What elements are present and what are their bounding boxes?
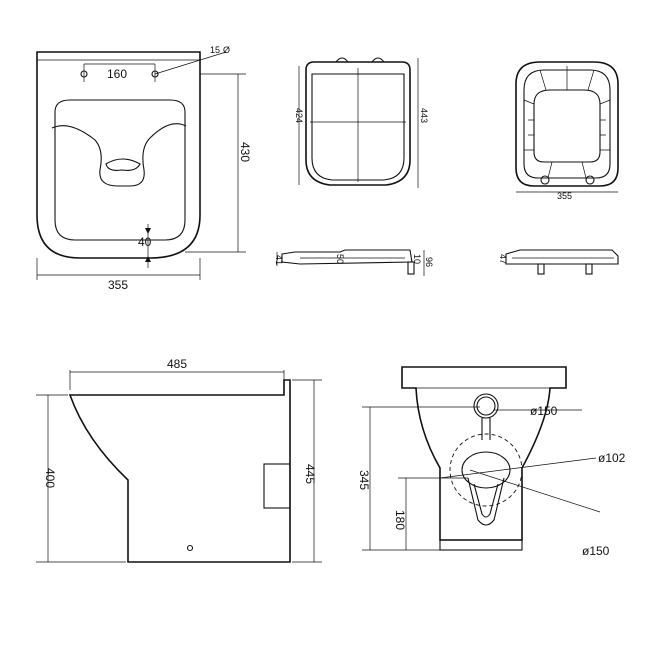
seat-lid-outline <box>305 61 411 186</box>
hole-spacing-label: 160 <box>107 67 127 81</box>
diameter-symbol: Ø <box>223 45 230 55</box>
underside-ribs-2 <box>528 119 606 136</box>
underside-height-label: 47 <box>498 254 508 264</box>
pan-connector-leader <box>469 469 601 513</box>
pan-outline <box>36 51 201 259</box>
underside-profile-body <box>505 249 619 265</box>
bowl-outline <box>54 99 186 241</box>
outlet-diameter-label: ø102 <box>598 451 626 465</box>
seat-side-hinge-post <box>407 261 415 275</box>
seat-side-outline <box>281 249 413 265</box>
top-view: 160 15 Ø 430 40 355 <box>36 45 252 292</box>
seat-side-total-height: 96 <box>424 257 434 267</box>
underside-hinge-left <box>540 175 550 185</box>
front-offset-arrow-bottom <box>145 256 151 262</box>
rear-trap-outline <box>467 477 505 526</box>
depth-label: 430 <box>238 142 252 162</box>
underside-outer <box>515 61 619 187</box>
seat-underside-profile: 47 <box>498 249 619 275</box>
seat-side-height-mid: 50 <box>335 254 345 264</box>
underside-profile-post-left <box>537 263 545 275</box>
outlet-hole-shape <box>105 158 141 171</box>
seat-total-depth-label: 443 <box>419 108 429 123</box>
rear-outlet-dashed-circle <box>449 433 523 507</box>
outlet-height-label: 180 <box>393 510 407 530</box>
bowl-inner-curve <box>51 123 187 187</box>
seat-underside-view: 355 <box>515 61 619 201</box>
rear-outlet-ring <box>461 451 511 489</box>
rear-body-outline <box>401 366 567 541</box>
side-fixing-hole <box>186 544 194 552</box>
pan-connector-diameter-label: ø150 <box>582 544 610 558</box>
seat-side-height-left: 41 <box>274 255 284 265</box>
underside-inner <box>523 69 611 179</box>
underside-ribs <box>523 66 611 179</box>
underside-hinge-right <box>585 175 595 185</box>
front-offset-label: 40 <box>138 235 152 249</box>
front-offset-arrow-top <box>145 228 151 234</box>
hole-diameter-label: 15 <box>210 45 220 55</box>
width-label: 355 <box>108 278 128 292</box>
inlet-diameter-label: ø150 <box>530 404 558 418</box>
hole-diameter-leader <box>154 51 227 75</box>
height-label: 400 <box>43 468 57 488</box>
outlet-diameter-leader <box>439 457 597 479</box>
rear-inlet-ring <box>473 393 499 419</box>
total-height-label: 445 <box>303 464 317 484</box>
rear-base-plinth <box>439 539 523 551</box>
underside-width-label: 355 <box>557 191 572 201</box>
rear-trap-inner <box>473 483 499 518</box>
underside-profile-post-right <box>585 263 593 275</box>
inlet-height-label: 345 <box>357 470 371 490</box>
seat-view: 424 443 <box>294 57 429 188</box>
rear-inlet-ring-inner <box>476 396 496 416</box>
seat-lid-inner <box>311 73 405 181</box>
seat-hinge-left <box>335 57 349 63</box>
underside-opening <box>533 89 601 163</box>
side-outlet-spigot <box>263 463 291 509</box>
seat-depth-label: 424 <box>294 108 304 123</box>
length-label: 485 <box>167 357 187 371</box>
rear-view: ø150 ø102 ø150 345 180 <box>357 366 626 558</box>
seat-side-height-hinge: 10 <box>412 254 422 264</box>
rear-inlet-pipe <box>481 418 491 440</box>
side-view: 485 400 445 <box>36 357 322 563</box>
seat-hinge-right <box>371 57 385 63</box>
seat-side-profile: 41 50 10 96 <box>274 249 434 276</box>
side-body-outline <box>68 379 291 563</box>
